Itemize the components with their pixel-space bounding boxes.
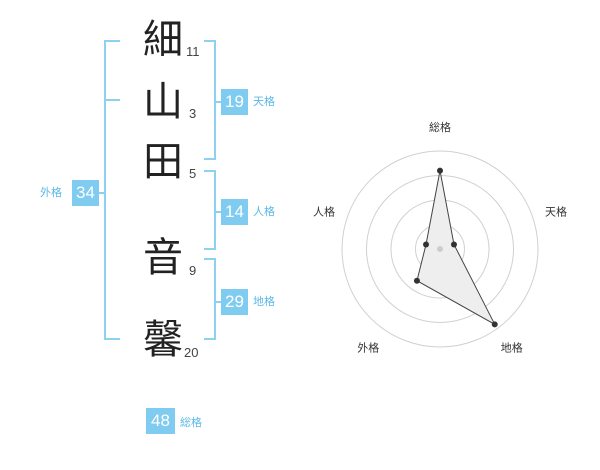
name-char-5: 馨	[143, 317, 183, 363]
radar-area	[416, 170, 496, 326]
radar-axis-label-4: 外格	[357, 341, 379, 355]
chikaku-bracket-connector	[214, 301, 222, 303]
jinkaku-bracket-top	[204, 170, 216, 172]
gaikaku-bracket-vertical	[104, 40, 106, 340]
radar-ring-4	[341, 150, 539, 348]
chikaku-label: 地格	[253, 295, 275, 308]
name-char-1: 細	[143, 17, 183, 63]
jinkaku-bracket-bottom	[204, 248, 216, 250]
soukaku-badge: 48	[146, 408, 175, 434]
radar-point-1	[437, 167, 443, 174]
tenkaku-bracket-top	[204, 40, 216, 42]
stroke-count-4: 9	[189, 263, 197, 278]
gaikaku-badge: 34	[72, 180, 99, 206]
stroke-count-1: 11	[186, 44, 200, 59]
soukaku-label: 総格	[180, 416, 202, 429]
jinkaku-bracket-vertical	[214, 170, 216, 250]
gaikaku-bracket-bottom	[104, 338, 120, 340]
stroke-count-3: 5	[189, 166, 197, 181]
name-char-2: 山	[143, 79, 183, 125]
gaikaku-bracket-top	[104, 40, 120, 42]
gaikaku-label: 外格	[40, 186, 62, 199]
tenkaku-badge: 19	[221, 89, 248, 115]
tenkaku-bracket-bottom	[204, 158, 216, 160]
gaikaku-bracket-connector	[98, 192, 106, 194]
radar-axis-label-5: 人格	[313, 204, 335, 218]
radar-axis-label-3: 地格	[501, 341, 523, 355]
tenkaku-label: 天格	[253, 95, 275, 108]
name-char-3: 田	[143, 139, 183, 185]
radar-axis-label-1: 総格	[429, 120, 451, 134]
tenkaku-bracket-connector	[214, 101, 222, 103]
chikaku-bracket-top	[204, 258, 216, 260]
radar-center-point	[437, 246, 443, 252]
name-char-4: 音	[143, 235, 183, 281]
tenkaku-bracket-vertical	[214, 40, 216, 160]
radar-axis-label-2: 天格	[545, 204, 567, 218]
chikaku-badge: 29	[221, 289, 248, 315]
radar-point-5	[423, 241, 430, 248]
chikaku-bracket-bottom	[204, 338, 216, 340]
jinkaku-bracket-connector	[214, 211, 222, 213]
jinkaku-badge: 14	[221, 199, 248, 225]
gaikaku-bracket-mid	[104, 99, 120, 101]
radar-point-2	[450, 241, 457, 248]
radar-point-4	[413, 277, 420, 284]
stroke-count-2: 3	[189, 106, 197, 121]
stroke-count-5: 20	[184, 345, 199, 360]
radar-point-3	[491, 321, 498, 328]
jinkaku-label: 人格	[253, 205, 275, 218]
chikaku-bracket-vertical	[214, 258, 216, 340]
